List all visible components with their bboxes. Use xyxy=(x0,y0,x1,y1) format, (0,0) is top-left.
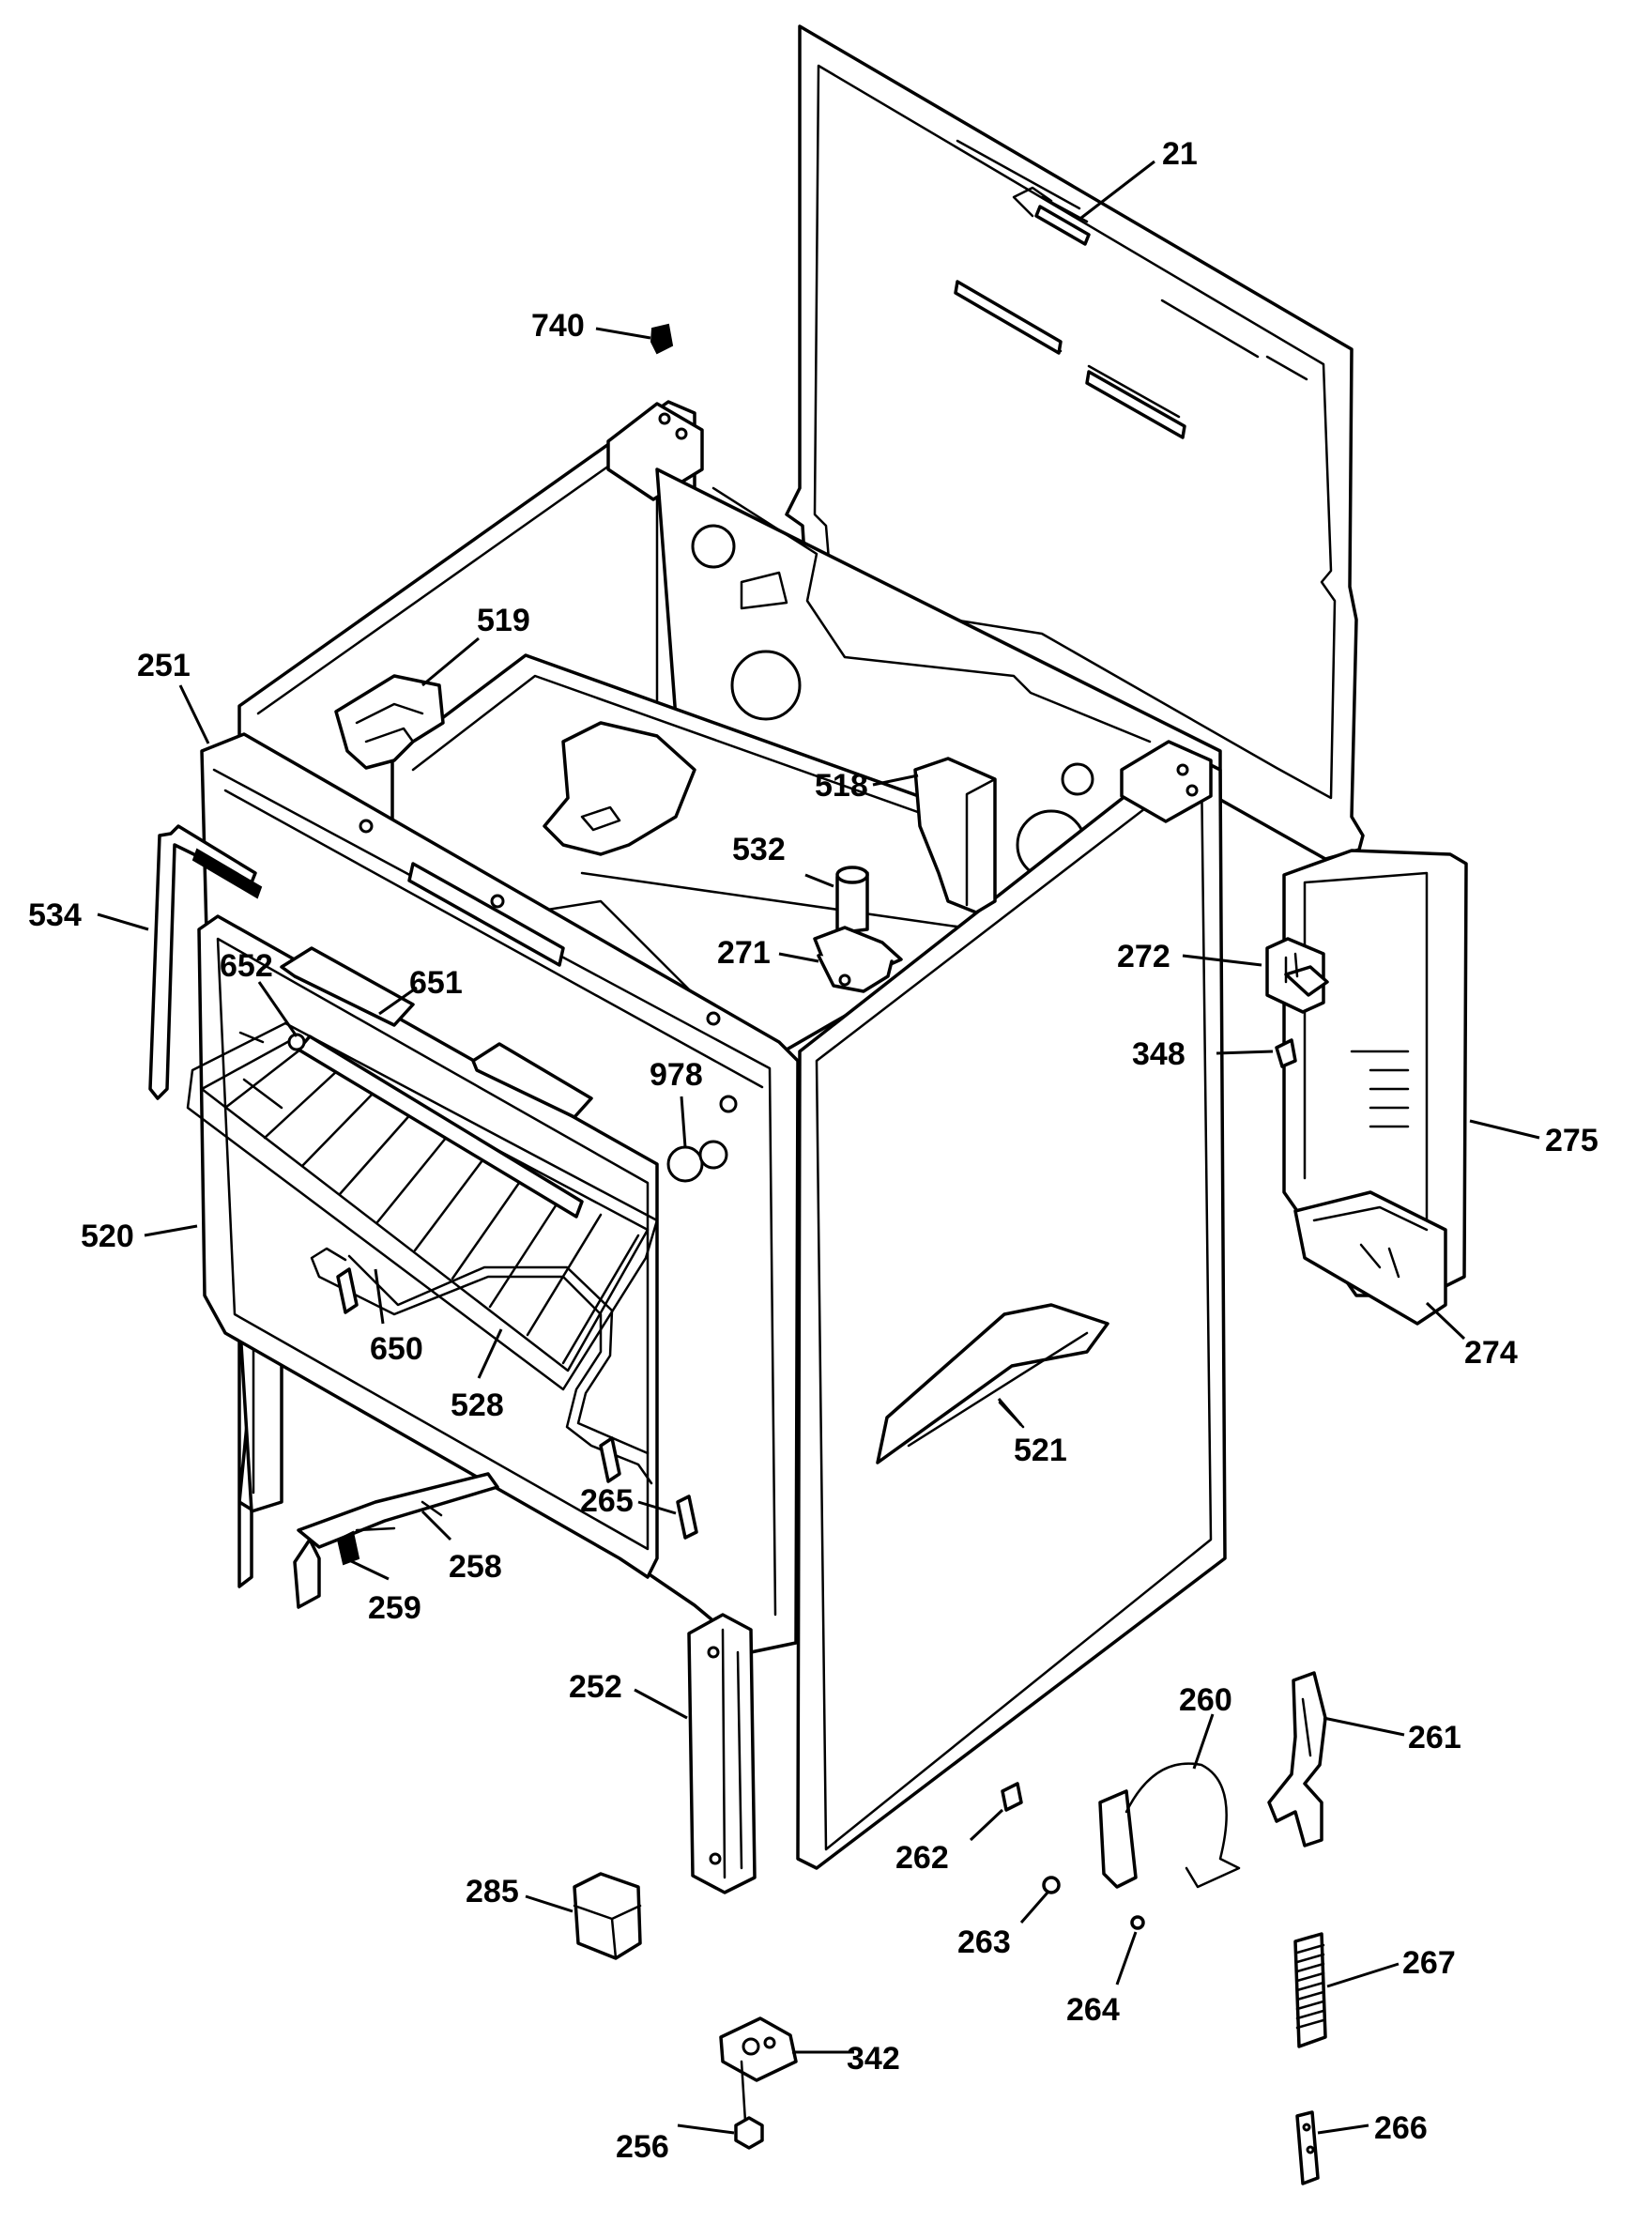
callout-740: 740 xyxy=(531,308,585,344)
switch-272-part xyxy=(1265,937,1329,1014)
rail-stop-259-part xyxy=(336,1530,360,1566)
leg-bracket-252-part xyxy=(687,1613,757,1894)
callout-264: 264 xyxy=(1066,1992,1120,2028)
clip-262-part xyxy=(1001,1782,1023,1812)
callout-272: 272 xyxy=(1117,939,1170,974)
callout-521: 521 xyxy=(1014,1433,1067,1468)
side-wrap-275-part xyxy=(1282,849,1468,1326)
callout-262: 262 xyxy=(895,1840,949,1876)
bake-element-part xyxy=(310,1247,653,1485)
callout-21: 21 xyxy=(1162,136,1198,172)
insulation-519-part xyxy=(334,674,445,770)
sensor-271-part xyxy=(813,866,903,993)
cabinet-body-part xyxy=(237,400,1227,1870)
callout-258: 258 xyxy=(449,1549,502,1585)
oven-rack-part xyxy=(186,1021,659,1391)
link-266-part xyxy=(1295,2110,1320,2185)
callout-342: 342 xyxy=(847,2041,900,2077)
callout-266: 266 xyxy=(1374,2110,1428,2146)
callout-265: 265 xyxy=(580,1483,634,1519)
insulation-518-part xyxy=(913,757,997,914)
trim-534-part xyxy=(148,824,263,1100)
callout-518: 518 xyxy=(815,768,868,804)
callout-256: 256 xyxy=(616,2129,669,2165)
callout-263: 263 xyxy=(957,1924,1011,1960)
screw-263-part xyxy=(1042,1876,1061,1894)
hinge-receiver-260-part xyxy=(1098,1762,1241,1889)
callout-251: 251 xyxy=(137,648,191,683)
callout-260: 260 xyxy=(1179,1682,1232,1718)
hinge-261-part xyxy=(1267,1671,1327,1847)
callout-275: 275 xyxy=(1545,1123,1598,1158)
callout-271: 271 xyxy=(717,935,771,971)
callout-532: 532 xyxy=(732,832,786,867)
callout-348: 348 xyxy=(1132,1036,1185,1072)
callout-259: 259 xyxy=(368,1590,421,1626)
callout-534: 534 xyxy=(28,897,82,933)
callout-520: 520 xyxy=(81,1219,134,1254)
callout-285: 285 xyxy=(466,1874,519,1909)
callout-267: 267 xyxy=(1402,1945,1456,1981)
cover-285-part xyxy=(573,1872,642,1960)
callout-652: 652 xyxy=(220,948,273,984)
spring-267-part xyxy=(1293,1932,1327,2048)
bracket-342-part xyxy=(719,2016,798,2082)
oven-opening-part xyxy=(197,914,659,1579)
spring-265-part xyxy=(676,1495,698,1540)
callout-528: 528 xyxy=(451,1387,504,1423)
callout-978: 978 xyxy=(650,1057,703,1093)
callout-651: 651 xyxy=(409,965,463,1001)
leader-lines xyxy=(97,160,1540,2135)
nut-264-part xyxy=(1130,1915,1145,1930)
callout-274: 274 xyxy=(1464,1335,1518,1371)
callout-252: 252 xyxy=(569,1669,622,1705)
clip-740-part xyxy=(650,323,674,355)
clip-348-part xyxy=(1275,1038,1297,1068)
drawer-rail-258-part xyxy=(293,1472,499,1609)
callout-261: 261 xyxy=(1408,1720,1461,1755)
callout-650: 650 xyxy=(370,1331,423,1367)
callout-519: 519 xyxy=(477,603,530,638)
leveling-leg-256-part xyxy=(734,2060,764,2150)
broil-element-part xyxy=(280,946,593,1219)
